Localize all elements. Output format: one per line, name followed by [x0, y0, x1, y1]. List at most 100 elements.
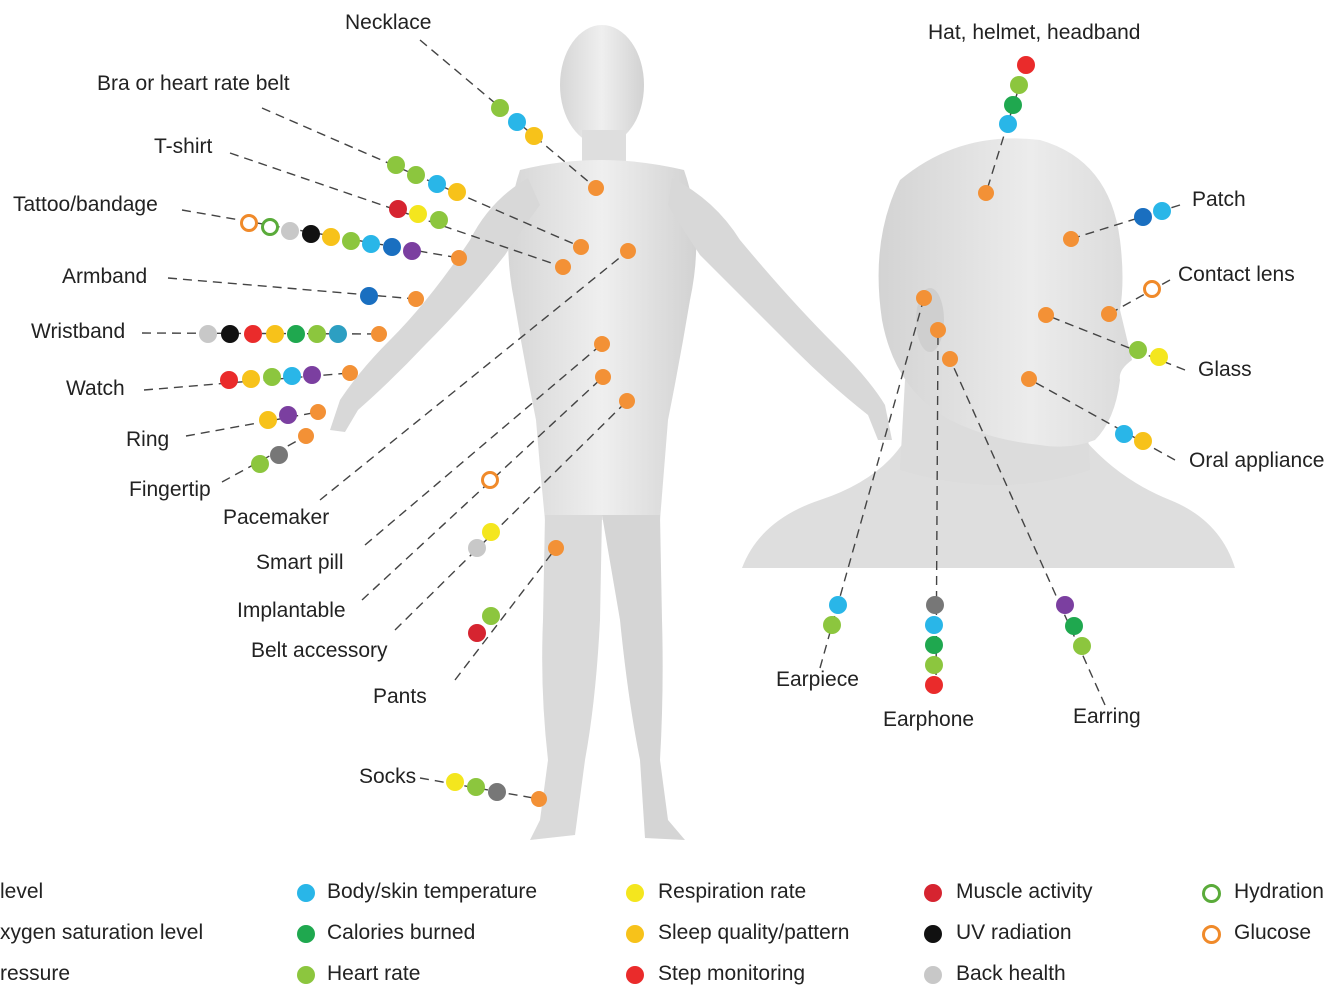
anchor-dot — [342, 365, 358, 381]
anchor-dot — [1101, 306, 1117, 322]
indicator-dot — [302, 225, 320, 243]
legend-item-2: xygen saturation level — [0, 921, 203, 945]
legend-item-hydration: Hydration — [1234, 880, 1324, 904]
indicator-dot — [926, 596, 944, 614]
label-earring: Earring — [1073, 705, 1141, 729]
legend-item-calories: Calories burned — [327, 921, 475, 945]
indicator-dot — [1153, 202, 1171, 220]
indicator-dot — [242, 370, 260, 388]
legend-dot-muscle — [924, 884, 942, 902]
indicator-dot — [1129, 341, 1147, 359]
label-wristband: Wristband — [31, 320, 125, 344]
label-belt: Belt accessory — [251, 639, 388, 663]
indicator-dot — [281, 222, 299, 240]
indicator-dot — [488, 783, 506, 801]
anchor-dot — [451, 250, 467, 266]
anchor-dot — [310, 404, 326, 420]
indicator-dot — [428, 175, 446, 193]
indicator-dot — [1134, 208, 1152, 226]
anchor-dot — [916, 290, 932, 306]
indicator-dot — [482, 607, 500, 625]
indicator-dot — [279, 406, 297, 424]
legend-item-glucose: Glucose — [1234, 921, 1311, 945]
legend-dot-sleep — [626, 925, 644, 943]
anchor-dot — [408, 291, 424, 307]
indicator-dot — [829, 596, 847, 614]
label-contact-lens: Contact lens — [1178, 263, 1295, 287]
anchor-dot — [1063, 231, 1079, 247]
indicator-dot — [389, 200, 407, 218]
legend-item-1: level — [0, 880, 43, 904]
indicator-ring — [242, 216, 257, 231]
body-leg-right — [602, 515, 685, 840]
legend-ring-glucose — [1202, 925, 1221, 944]
anchor-dot — [371, 326, 387, 342]
legend-item-muscle: Muscle activity — [956, 880, 1093, 904]
label-pants: Pants — [373, 685, 427, 709]
indicator-dot — [283, 367, 301, 385]
indicator-dot — [263, 368, 281, 386]
label-hat: Hat, helmet, headband — [928, 21, 1140, 45]
indicator-dot — [468, 624, 486, 642]
indicator-ring — [263, 220, 278, 235]
indicator-dot — [251, 455, 269, 473]
legend-item-sleep: Sleep quality/pattern — [658, 921, 849, 945]
anchor-dot — [595, 369, 611, 385]
label-glass: Glass — [1198, 358, 1252, 382]
legend-ring-hydration — [1202, 884, 1221, 903]
lead-line-pants — [455, 548, 556, 680]
indicator-dot — [1017, 56, 1035, 74]
indicator-dot — [360, 287, 378, 305]
indicator-dot — [244, 325, 262, 343]
indicator-dot — [525, 127, 543, 145]
indicator-dot — [925, 636, 943, 654]
anchor-dot — [573, 239, 589, 255]
human-body-figure — [330, 25, 892, 840]
label-earphone: Earphone — [883, 708, 974, 732]
body-head — [560, 25, 644, 145]
anchor-dot — [930, 322, 946, 338]
legend-dot-uv — [924, 925, 942, 943]
label-tattoo: Tattoo/bandage — [13, 193, 158, 217]
label-earpiece: Earpiece — [776, 668, 859, 692]
indicator-dot — [468, 539, 486, 557]
indicator-dot — [407, 166, 425, 184]
indicator-dot — [446, 773, 464, 791]
indicator-dot — [362, 235, 380, 253]
legend-item-back: Back health — [956, 962, 1066, 986]
indicator-ring — [1145, 282, 1160, 297]
anchor-dot — [620, 243, 636, 259]
label-bra: Bra or heart rate belt — [97, 72, 290, 96]
indicator-dot — [448, 183, 466, 201]
indicator-dot — [220, 371, 238, 389]
legend-item-heart-rate: Heart rate — [327, 962, 420, 986]
label-patch: Patch — [1192, 188, 1246, 212]
indicator-dot — [925, 616, 943, 634]
label-implantable: Implantable — [237, 599, 346, 623]
anchor-dot — [588, 180, 604, 196]
legend-item-step: Step monitoring — [658, 962, 805, 986]
legend-dot-back — [924, 966, 942, 984]
label-pacemaker: Pacemaker — [223, 506, 329, 530]
legend-item-respiration: Respiration rate — [658, 880, 806, 904]
label-necklace: Necklace — [345, 11, 431, 35]
legend-dot-respiration — [626, 884, 644, 902]
indicator-dot — [482, 523, 500, 541]
anchor-dot — [555, 259, 571, 275]
anchor-dot — [548, 540, 564, 556]
indicator-dot — [270, 446, 288, 464]
indicator-dot — [266, 325, 284, 343]
indicator-dot — [199, 325, 217, 343]
indicator-dot — [823, 616, 841, 634]
anchor-dot — [594, 336, 610, 352]
indicator-dot — [342, 232, 360, 250]
body-arm-right — [668, 178, 892, 440]
indicator-dot — [1065, 617, 1083, 635]
indicator-dot — [387, 156, 405, 174]
label-armband: Armband — [62, 265, 147, 289]
indicator-dot — [1134, 432, 1152, 450]
indicator-dot — [1010, 76, 1028, 94]
anchor-dot — [531, 791, 547, 807]
label-fingertip: Fingertip — [129, 478, 211, 502]
